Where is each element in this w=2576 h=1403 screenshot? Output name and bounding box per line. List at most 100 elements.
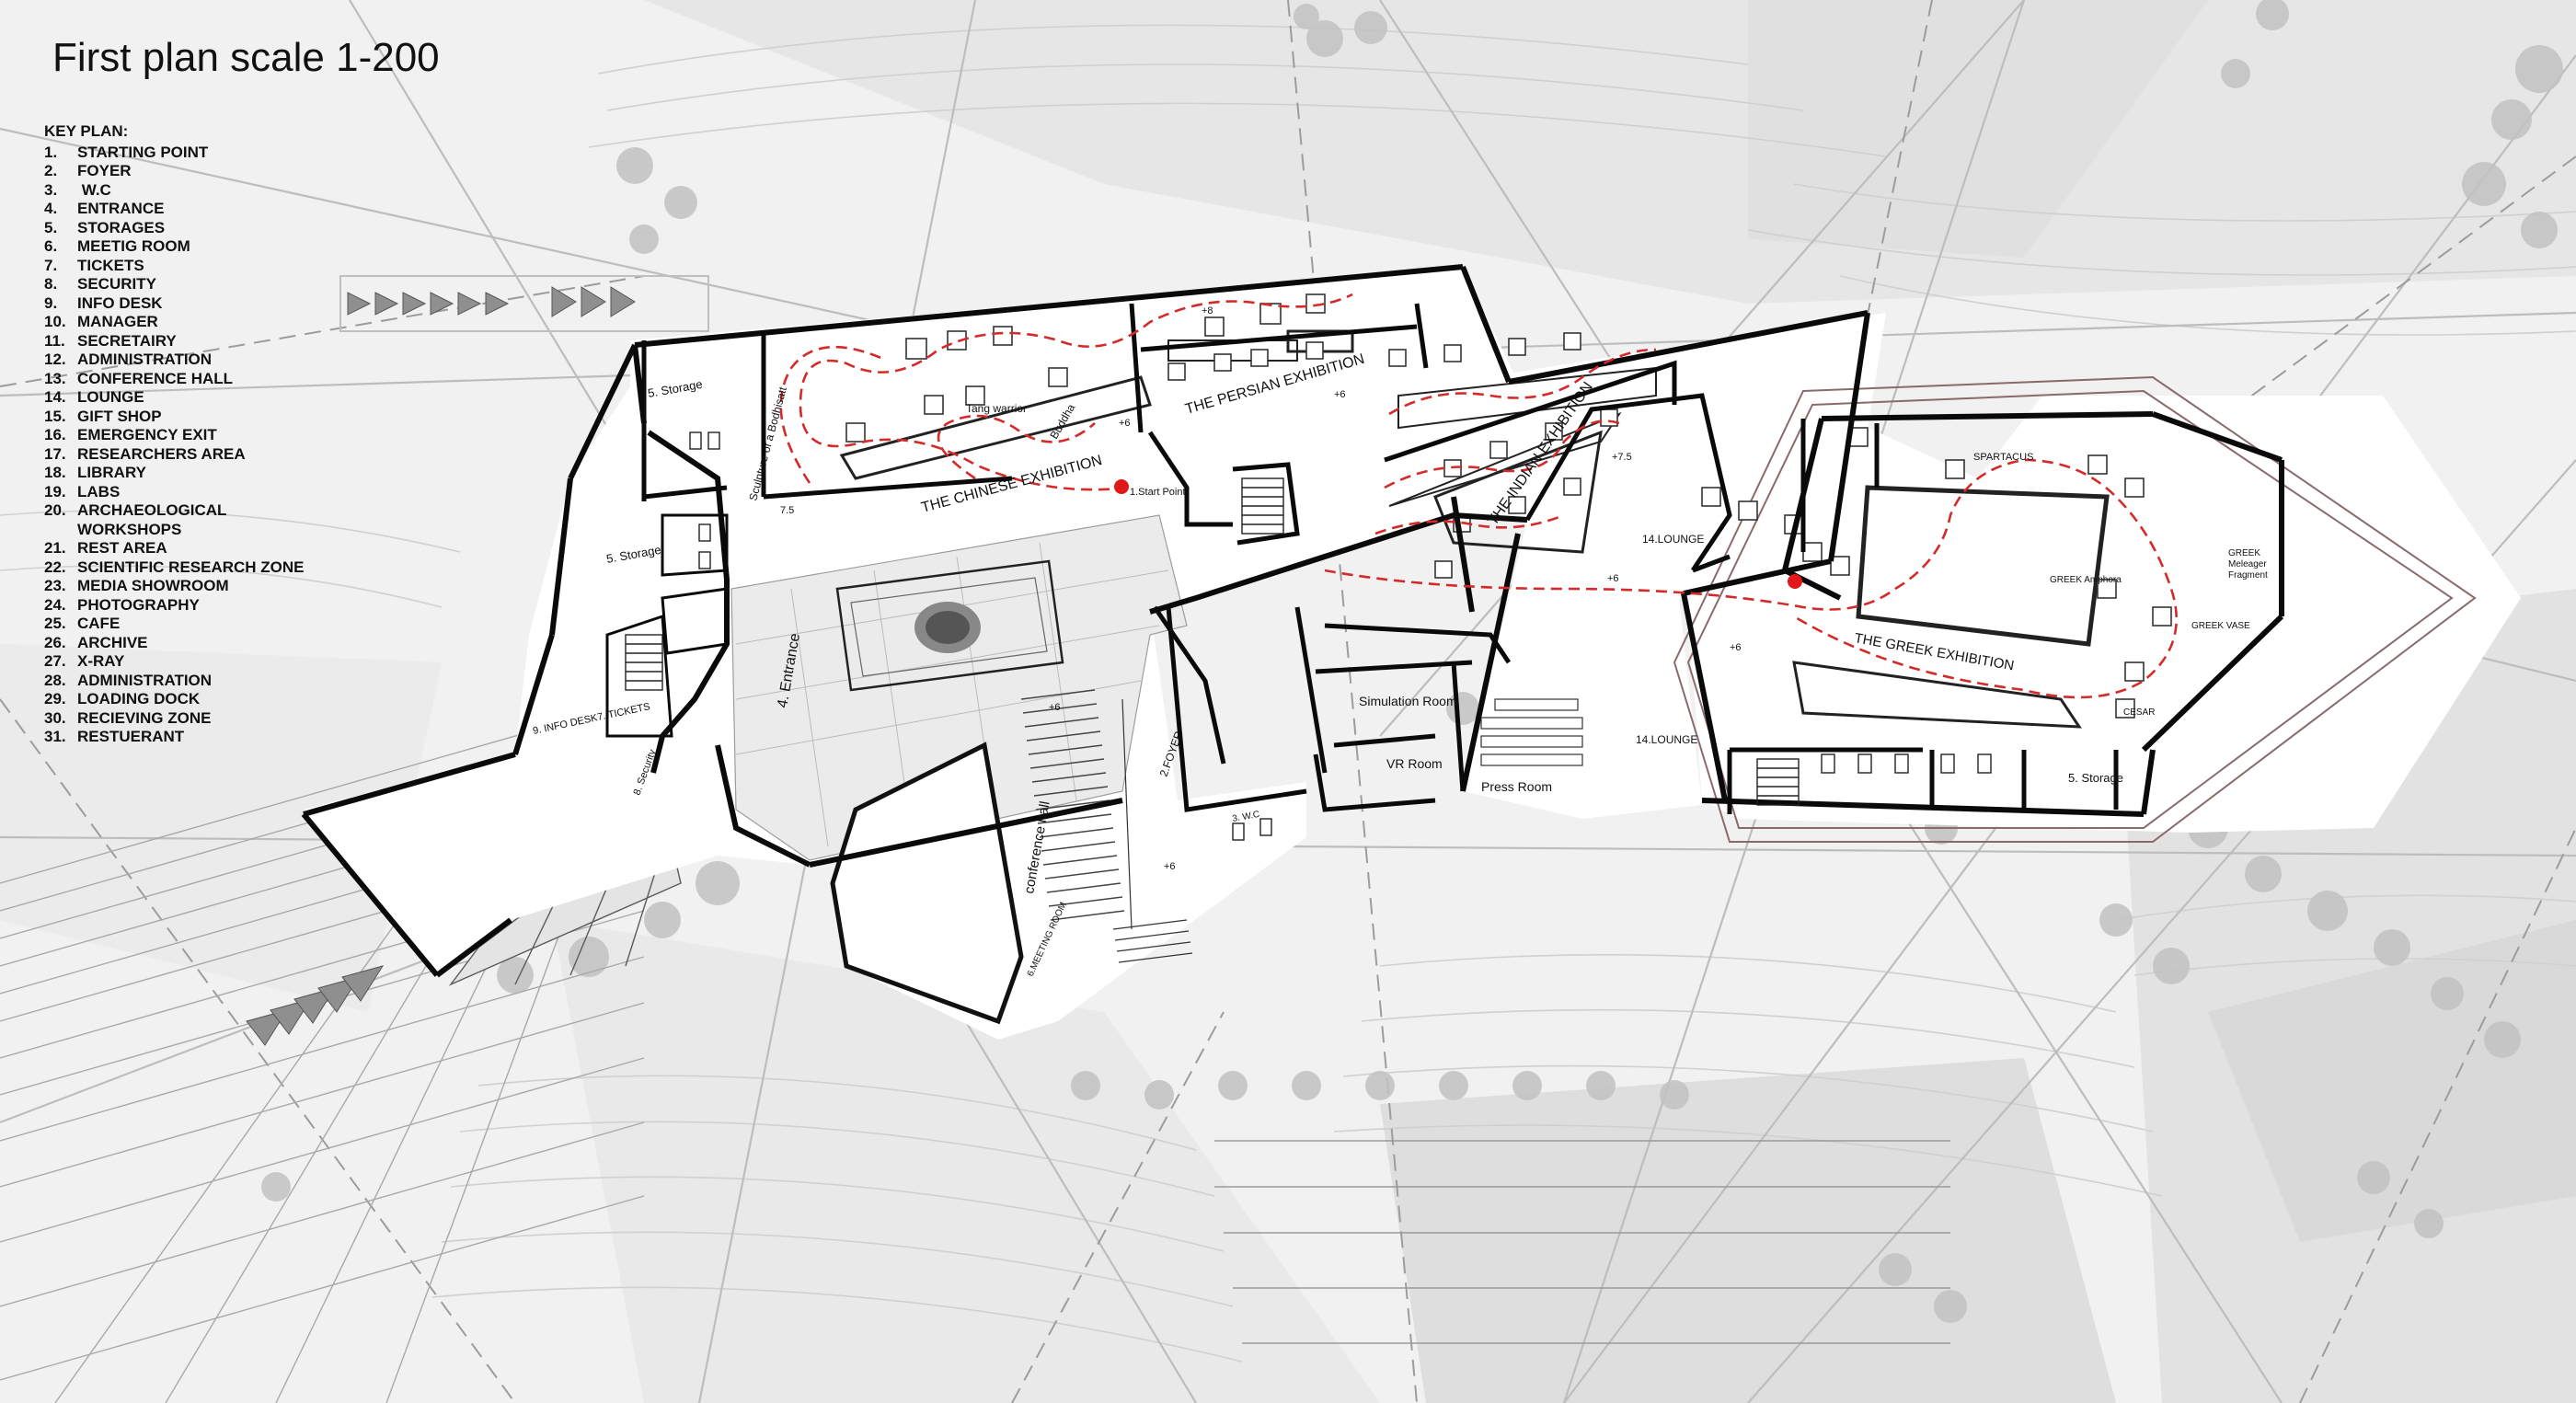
key-plan-item-label: STORAGES [77, 218, 166, 236]
key-plan-item: 25. CAFE [44, 615, 305, 634]
key-plan-item-number: 27. [44, 652, 66, 670]
key-plan-item: 23.MEDIA SHOWROOM [44, 577, 305, 596]
label-vr: VR Room [1386, 756, 1443, 771]
label-lounge-1: 14.LOUNGE [1642, 533, 1704, 546]
key-plan-item-number: 19. [44, 482, 66, 500]
key-plan-item-number: 6. [44, 237, 58, 255]
key-plan-item-number: 28. [44, 671, 66, 689]
key-plan-item: 3. W.C [44, 181, 305, 201]
label-lounge-2: 14.LOUNGE [1636, 733, 1697, 746]
label-level-8: +8 [1202, 305, 1213, 316]
restroom-fixtures [689, 431, 1992, 841]
key-plan-item-label: ARCHAEOLOGICAL [77, 501, 227, 519]
conference-hall [830, 689, 1193, 1025]
key-plan-item-label: PHOTOGRAPHY [77, 595, 200, 614]
parking-bays [1214, 1140, 1950, 1344]
greek-envelope [1673, 375, 2477, 843]
key-plan-item: 29. LOADING DOCK [44, 690, 305, 709]
key-plan-item: 31. RESTUERANT [44, 728, 305, 747]
key-plan-item: 1.STARTING POINT [44, 144, 305, 163]
label-greek-meleager-2: Meleager [2228, 559, 2267, 569]
key-plan-item: 19. LABS [44, 483, 305, 502]
key-plan-item: 8.SECURITY [44, 275, 305, 294]
key-plan-item: 11. SECRETAIRY [44, 332, 305, 351]
key-plan-item: 9.INFO DESK [44, 294, 305, 314]
key-plan-item-label: SECRETAIRY [77, 331, 177, 350]
key-plan-item-number: 16. [44, 426, 66, 443]
label-greek-meleager-1: GREEK [2228, 548, 2260, 558]
label-level-6-e: +6 [1607, 573, 1619, 584]
key-plan-item-number: 21. [44, 539, 66, 557]
label-level-6-f: +6 [1730, 642, 1742, 653]
label-wc: 3. W.C [1232, 810, 1260, 824]
key-plan-item: 16. EMERGENCY EXIT [44, 426, 305, 445]
key-plan-item-label: W.C [77, 180, 111, 199]
key-plan-item-number: 10. [44, 313, 66, 330]
key-plan-item-label: MEDIA SHOWROOM [77, 577, 229, 594]
key-plan-item-number: 15. [44, 407, 66, 425]
key-plan-item-label: ADMINISTRATION [77, 351, 213, 368]
key-plan-item-label: LIBRARY [77, 464, 146, 481]
start-point-marker [1114, 479, 1129, 494]
key-plan-item-label: LOADING DOCK [77, 690, 201, 707]
label-cesar: CESAR [2123, 707, 2155, 718]
key-plan-item: 27.X-RAY [44, 652, 305, 672]
key-plan-item: 7. TICKETS [44, 257, 305, 276]
key-plan-item-label: FOYER [77, 162, 132, 179]
key-plan-item-label: LABS [77, 482, 121, 500]
key-plan-item-label: RESEARCHERS AREA [77, 444, 246, 463]
key-plan-item-number: 1. [44, 143, 58, 161]
key-plan-item: 6.MEETIG ROOM [44, 237, 305, 257]
key-plan-item-label: CONFERENCE HALL [77, 369, 234, 387]
key-plan-item: 14.LOUNGE [44, 388, 305, 408]
key-plan-item-number: 5. [44, 218, 58, 236]
key-plan-item: 5. STORAGES [44, 219, 305, 238]
key-plan-item-number: 8. [44, 275, 58, 293]
label-greek-amphora: GREEK Amphora [2050, 575, 2122, 585]
key-plan-item-label: CAFE [77, 615, 121, 632]
key-plan-item-label: GIFT SHOP [77, 407, 162, 425]
key-plan-item-number: 29. [44, 690, 66, 707]
key-plan-item-number: 12. [44, 351, 66, 368]
key-plan-item-number: 7. [44, 256, 58, 274]
key-plan-item: 24.PHOTOGRAPHY [44, 596, 305, 615]
key-plan-item: 17. RESEARCHERS AREA [44, 445, 305, 465]
label-level-6-c: +6 [1049, 702, 1061, 713]
key-plan-item-number: 17. [44, 444, 66, 463]
interior-walls [605, 303, 2119, 814]
label-level-6-a: +6 [1119, 418, 1131, 429]
key-plan-item-number: 13. [44, 369, 66, 387]
key-plan-item-label: WORKSHOPS [77, 520, 182, 538]
key-plan-item: 15. GIFT SHOP [44, 408, 305, 427]
key-plan-item-label: EMERGENCY EXIT [77, 426, 217, 443]
key-plan-item-number: 4. [44, 200, 58, 217]
label-greek-meleager-3: Fragment [2228, 570, 2268, 581]
key-plan-item: 28.ADMINISTRATION [44, 672, 305, 691]
key-plan-item-label: TICKETS [77, 256, 144, 274]
stairs [625, 477, 1800, 806]
label-greek-vase: GREEK VASE [2191, 621, 2250, 631]
label-press: Press Room [1481, 779, 1552, 794]
key-plan-item: 18. LIBRARY [44, 464, 305, 483]
key-plan-item-label: ARCHIVE [77, 633, 148, 651]
visitor-route [779, 293, 2179, 699]
key-plan-item-label: RESTUERANT [77, 728, 185, 745]
key-plan-item-number: 14. [44, 388, 66, 406]
key-plan-item-number: 25. [44, 615, 66, 632]
key-plan-item: 2.FOYER [44, 162, 305, 181]
key-plan-item: 12. ADMINISTRATION [44, 351, 305, 370]
press-room-seats [1480, 698, 1583, 766]
key-plan-item: 4. ENTRANCE [44, 200, 305, 219]
key-plan-item: 21.REST AREA [44, 539, 305, 558]
exterior-walls [301, 264, 2284, 978]
key-plan-item-label: ENTRANCE [77, 200, 165, 217]
key-plan-item-number: 18. [44, 464, 66, 481]
key-plan-item-number: 22. [44, 558, 66, 576]
approach-path [339, 275, 709, 332]
key-plan-item-number: 31. [44, 728, 66, 745]
label-storage-3: 5. Storage [2068, 771, 2123, 785]
label-level-6-b: +6 [1334, 389, 1346, 400]
key-plan-item-number: 11. [44, 331, 65, 350]
